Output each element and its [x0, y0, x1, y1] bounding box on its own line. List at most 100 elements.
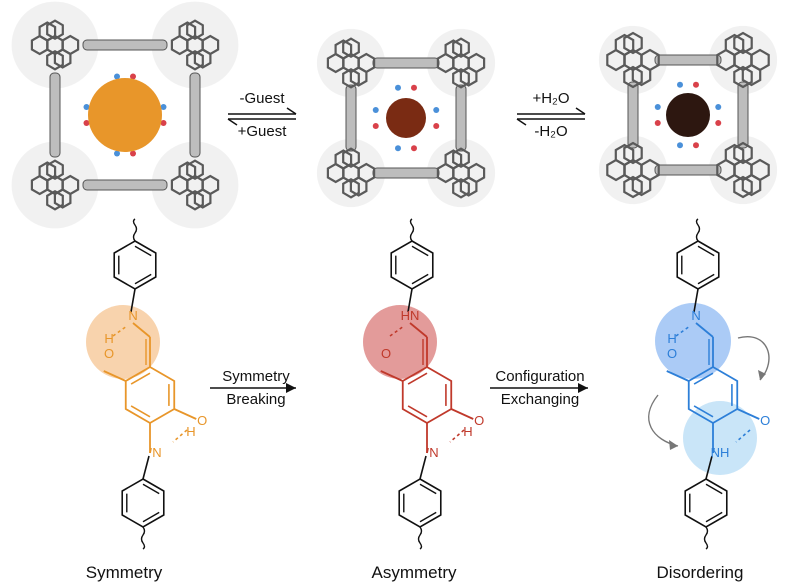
framework-ring [459, 66, 478, 87]
framework-linker [372, 167, 440, 179]
framework-ring [193, 188, 212, 209]
equilibrium-arrow-water: +H₂O -H₂O [516, 90, 586, 140]
framework-ring [741, 173, 762, 197]
framework-linker [654, 164, 722, 176]
phenyl-ring [398, 478, 442, 528]
framework-corner-group [11, 1, 239, 229]
framework-ring [733, 31, 753, 55]
framework-ring [631, 63, 652, 87]
framework-linker [627, 81, 639, 149]
phenyl-ring [113, 240, 157, 290]
framework-ring [452, 37, 470, 58]
wavy-bond [132, 218, 138, 242]
framework-ring [178, 161, 197, 182]
atom-label-top-o: O [667, 346, 677, 361]
framework-ring [46, 159, 64, 180]
framework-ring [452, 68, 470, 89]
framework-ring [334, 39, 353, 60]
framework-shell [426, 28, 496, 98]
atom-label-top-h: H [104, 331, 113, 346]
arrow-lower-label: -H₂O [534, 123, 567, 140]
atom-label-bottom-n: N [152, 445, 161, 460]
nitrogen-dot [395, 84, 401, 91]
equilibrium-arrow-guest: -Guest +Guest [227, 90, 297, 140]
framework-ring [623, 65, 643, 89]
nitrogen-dot [677, 81, 683, 88]
oxygen-dot [693, 81, 699, 88]
atom-label-top-n: N [128, 308, 137, 323]
framework-ring [349, 176, 368, 197]
oxygen-dot [83, 120, 90, 126]
framework-ring [733, 65, 753, 89]
pore-circle [88, 78, 162, 152]
pore-circle [666, 93, 710, 137]
framework-ring [444, 149, 463, 170]
pore-circle [386, 98, 426, 138]
framework-ring [46, 190, 64, 211]
hbond-halo [683, 401, 757, 475]
framework-ring [178, 21, 197, 42]
framework-ring [452, 147, 470, 168]
framework-ring [724, 33, 745, 57]
process-arrow-symmetry-breaking: Symmetry Breaking [210, 368, 296, 408]
framework-ring [623, 175, 643, 199]
arrow-lower-label: Breaking [226, 391, 285, 408]
framework-ring [342, 68, 360, 89]
atom-label-bottom-h: H [186, 424, 195, 439]
framework-linker [737, 81, 749, 149]
phenyl-ring [390, 240, 434, 290]
framework-ring [186, 190, 204, 211]
framework-ring [46, 50, 64, 71]
framework-ring [623, 141, 643, 165]
framework-shell [316, 138, 386, 208]
nitrogen-dot [114, 150, 120, 157]
framework-ring [53, 188, 72, 209]
framework-ring [334, 149, 353, 170]
framework-ring [342, 147, 360, 168]
framework-shell [426, 138, 496, 208]
hbond-halo [363, 305, 437, 379]
wavy-bond [703, 526, 709, 550]
nitrogen-dot [83, 104, 90, 110]
atom-label-top-h: H [667, 331, 676, 346]
framework-ring [614, 143, 635, 167]
framework-linker [372, 57, 440, 69]
framework-linker [82, 39, 168, 51]
arrow-upper-label: Configuration [495, 368, 584, 385]
wavy-bond [417, 526, 423, 550]
framework-ring [38, 161, 57, 182]
framework-open [11, 1, 239, 229]
framework-ring [614, 33, 635, 57]
phenyl-ring [676, 240, 720, 290]
hbond-halo [655, 303, 731, 379]
framework-ring [452, 178, 470, 199]
arrow-upper-label: +H₂O [532, 90, 569, 107]
framework-ring [741, 63, 762, 87]
arrow-upper-label: -Guest [239, 90, 285, 107]
arrow-lower-label: Exchanging [501, 391, 579, 408]
framework-linker [189, 72, 201, 158]
caption-disordering: Disordering [657, 563, 744, 582]
framework-ring [349, 66, 368, 87]
arrow-lower-label: +Guest [238, 123, 288, 140]
atom-label-top-o: O [381, 346, 391, 361]
nitrogen-dot [395, 145, 401, 152]
framework-shell [11, 141, 99, 229]
framework-ring [733, 175, 753, 199]
nitrogen-dot [654, 104, 661, 110]
framework-ring [186, 19, 204, 40]
framework-ring [53, 48, 72, 69]
framework-ring [38, 21, 57, 42]
atom-label-bottom-h: H [463, 424, 472, 439]
nitrogen-dot [160, 104, 167, 110]
oxygen-dot [693, 142, 699, 149]
wavy-bond [140, 526, 146, 550]
atom-label-bottom-o: O [474, 413, 484, 428]
nitrogen-dot [114, 73, 120, 80]
framework-ring [733, 141, 753, 165]
framework-shell [316, 28, 386, 98]
